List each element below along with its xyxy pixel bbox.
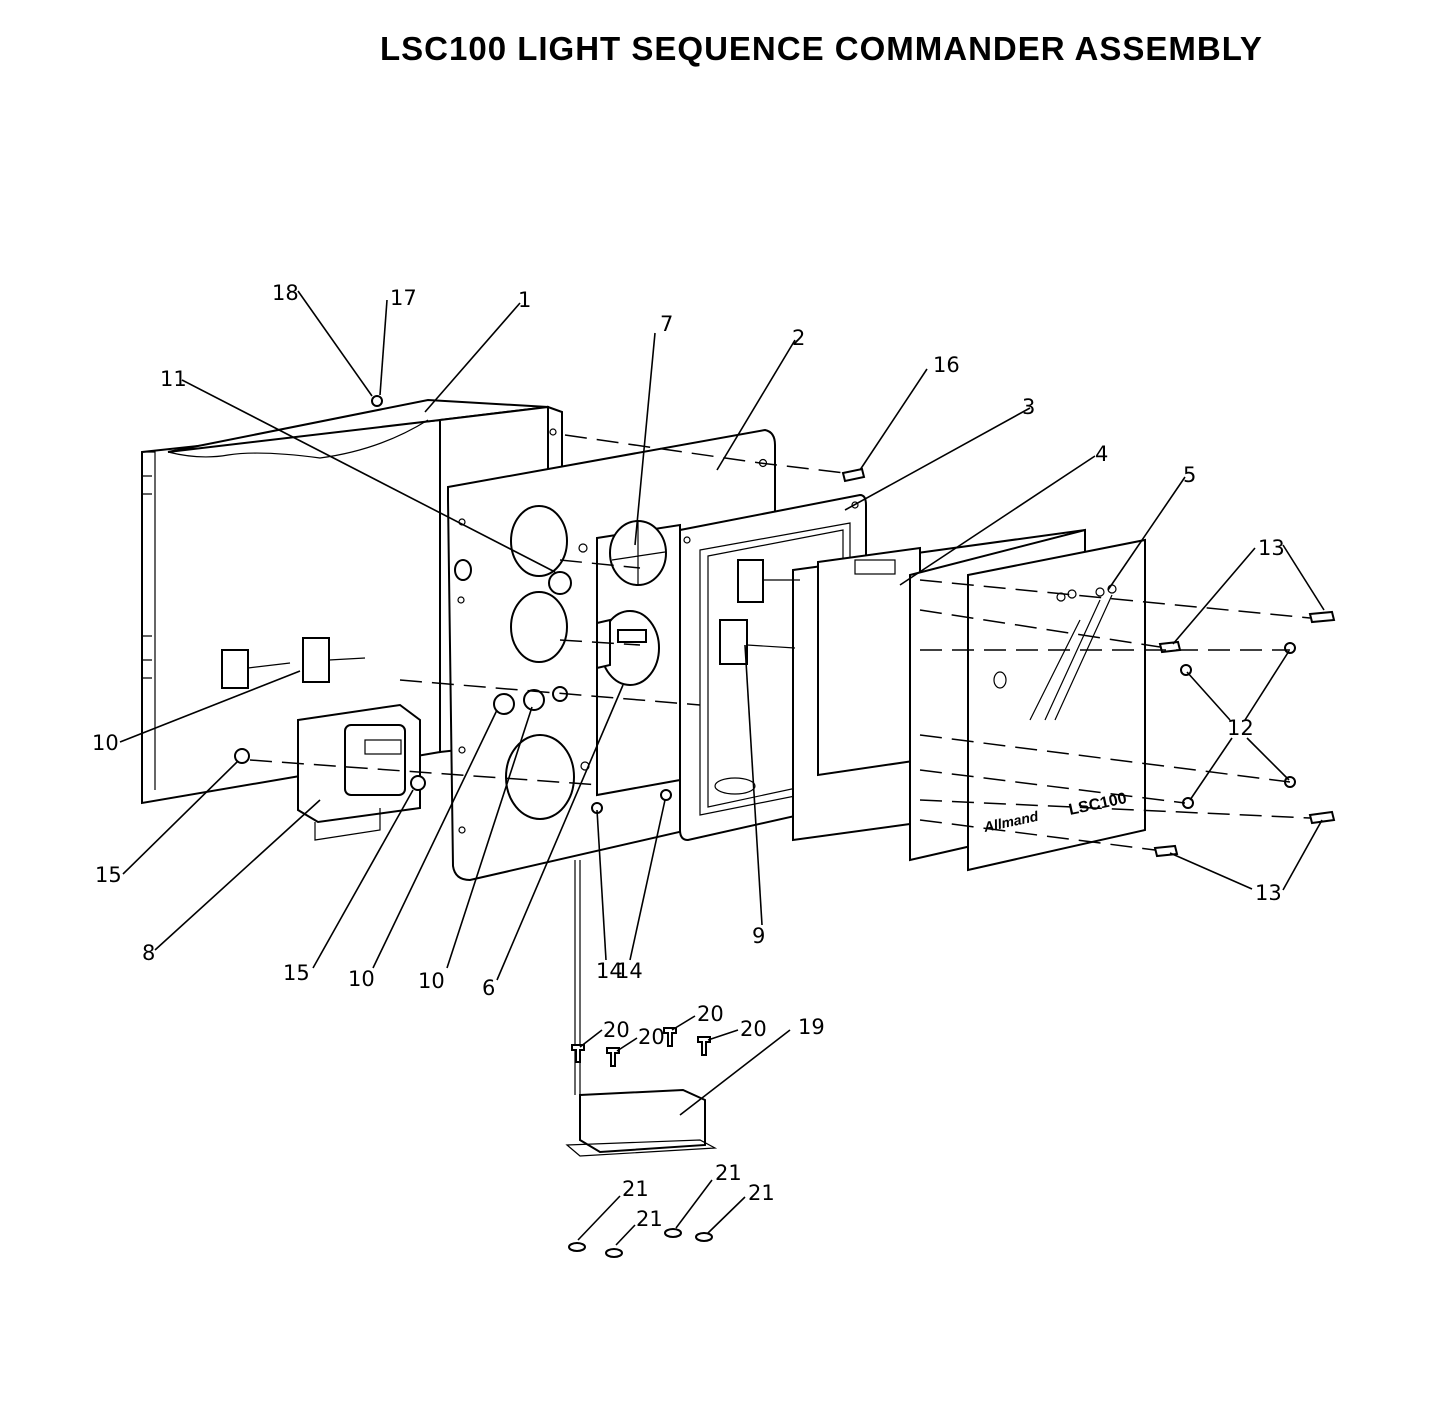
callout-6: 6: [482, 976, 495, 1000]
callout-13-bottom: 13: [1255, 881, 1282, 905]
callout-20-d: 20: [740, 1017, 767, 1041]
callout-9: 9: [752, 924, 765, 948]
callout-20-c: 20: [697, 1002, 724, 1026]
callout-12: 12: [1227, 716, 1254, 740]
callout-10-mid: 10: [348, 967, 375, 991]
callout-16: 16: [933, 353, 960, 377]
screws: [234, 467, 1336, 858]
alignment-lines: [249, 434, 1311, 851]
callout-18: 18: [272, 281, 299, 305]
callout-3: 3: [1022, 395, 1035, 419]
timer-module: [297, 703, 421, 841]
callout-14-right: 14: [616, 959, 643, 983]
callout-4: 4: [1095, 442, 1108, 466]
callout-20-a: 20: [603, 1018, 630, 1042]
page-title: LSC100 LIGHT SEQUENCE COMMANDER ASSEMBLY: [380, 30, 1263, 67]
small-hardware: [568, 1027, 713, 1258]
callout-17: 17: [390, 286, 417, 310]
junction-box: [565, 860, 718, 1157]
callout-1: 1: [518, 288, 531, 312]
callout-11: 11: [160, 367, 187, 391]
callout-19: 19: [798, 1015, 825, 1039]
callout-5: 5: [1183, 463, 1196, 487]
callout-21-c: 21: [715, 1161, 742, 1185]
callout-15-right: 15: [283, 961, 310, 985]
callout-20-b: 20: [638, 1025, 665, 1049]
callout-7: 7: [660, 312, 673, 336]
callout-2: 2: [792, 326, 805, 350]
callout-labels: 18 17 1 11 7 2 16 3 4 5 13 12 13 10 15 8…: [92, 281, 1285, 1231]
callout-21-b: 21: [636, 1207, 663, 1231]
faceplate: LSC100 Allmand: [909, 528, 1146, 872]
callout-14-left: 14: [596, 959, 623, 983]
callout-13-top: 13: [1258, 536, 1285, 560]
leader-lines: [119, 290, 1325, 1246]
toggle-switches: [221, 559, 800, 689]
callout-21-a: 21: [622, 1177, 649, 1201]
callout-15-left: 15: [95, 863, 122, 887]
callout-21-d: 21: [748, 1181, 775, 1205]
callout-10-left: 10: [92, 731, 119, 755]
callout-8: 8: [142, 941, 155, 965]
gauge-assembly: [596, 520, 681, 797]
callout-10-right: 10: [418, 969, 445, 993]
